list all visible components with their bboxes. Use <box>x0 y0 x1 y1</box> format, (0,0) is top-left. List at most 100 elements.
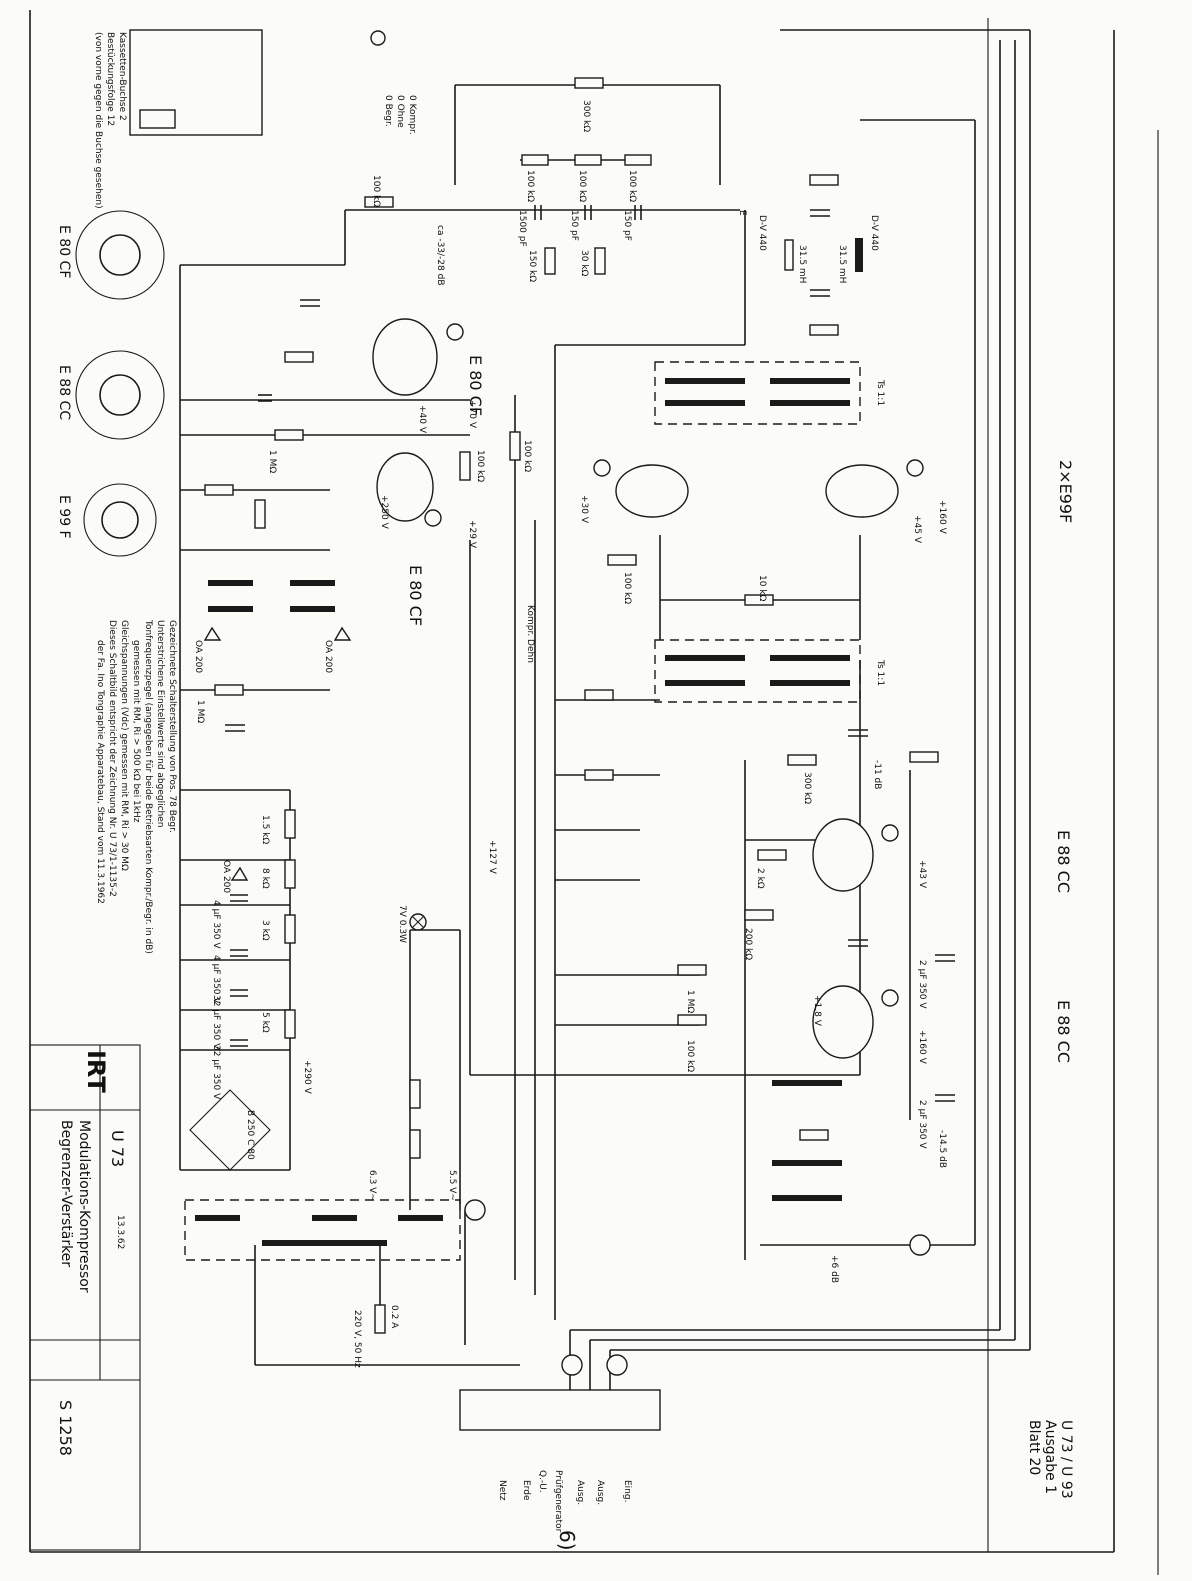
svg-text:1 MΩ: 1 MΩ <box>685 990 695 1013</box>
svg-text:+70 V: +70 V <box>467 400 477 429</box>
svg-text:+160 V: +160 V <box>917 1030 927 1065</box>
svg-text:10 kΩ: 10 kΩ <box>757 575 767 602</box>
inductors: 31.5 mH 31.5 mH D-V 440 D-V 440 <box>757 215 879 283</box>
svg-text:ca -33/-28 dB: ca -33/-28 dB <box>435 225 445 286</box>
svg-text:150 kΩ: 150 kΩ <box>527 250 537 282</box>
svg-text:100 kΩ: 100 kΩ <box>522 440 532 472</box>
svg-text:6): 6) <box>555 1530 579 1551</box>
svg-text:150 pF: 150 pF <box>569 210 579 241</box>
model-number: U 73 / U 93 <box>1058 1420 1074 1499</box>
svg-text:0 Begr.: 0 Begr. <box>383 95 393 127</box>
svg-text:(von vorne gegen die Buchse ge: (von vorne gegen die Buchse gesehen) <box>93 32 103 209</box>
svg-text:Ausg.: Ausg. <box>575 1480 585 1505</box>
svg-text:der Fa. Ino Tongraphie Apparat: der Fa. Ino Tongraphie Apparatebau, Stan… <box>95 640 105 904</box>
svg-text:100 kΩ: 100 kΩ <box>525 170 535 202</box>
tube-symbols <box>372 318 924 1059</box>
svg-text:31.5 mH: 31.5 mH <box>797 245 807 283</box>
svg-text:+127 V: +127 V <box>487 840 497 875</box>
svg-text:Kompr. Dehn: Kompr. Dehn <box>525 605 535 663</box>
svg-text:1 MΩ: 1 MΩ <box>195 700 205 723</box>
date: 13.3.62 <box>115 1215 125 1249</box>
svg-text:100 kΩ: 100 kΩ <box>475 450 485 482</box>
tube-2-e99f <box>593 459 689 518</box>
label-e88cc-a: E 88 CC <box>1054 830 1073 893</box>
transformers: Ts 1:1 Ts 1:1 <box>184 361 885 1261</box>
edition: Ausgabe 1 <box>1042 1420 1058 1494</box>
mode-switch[interactable]: 0 Kompr. 0 Ohne 0 Begr. <box>370 30 417 135</box>
svg-text:1.5 kΩ: 1.5 kΩ <box>260 815 270 844</box>
svg-text:100 kΩ: 100 kΩ <box>577 170 587 202</box>
svg-text:OA 200: OA 200 <box>323 640 333 673</box>
label-e80cf-a: E 80 CF <box>466 355 485 416</box>
svg-text:-11 dB: -11 dB <box>872 760 882 789</box>
annotations: Kompr. Dehn ca -33/-28 dB E 6) <box>435 210 747 1551</box>
maker: IRT <box>82 1050 110 1093</box>
type: U 73 <box>108 1130 127 1167</box>
svg-text:Eing.: Eing. <box>622 1480 632 1502</box>
svg-text:B 250 C 80: B 250 C 80 <box>245 1110 255 1160</box>
svg-text:5 kΩ: 5 kΩ <box>260 1012 270 1033</box>
svg-text:+29 V: +29 V <box>467 520 477 549</box>
svg-text:Kassetten-Buchse 2: Kassetten-Buchse 2 <box>117 32 127 121</box>
svg-text:220 V, 50 Hz: 220 V, 50 Hz <box>352 1310 362 1368</box>
svg-text:4 μF 350 V: 4 μF 350 V <box>211 900 221 949</box>
tube-2-e80cf <box>376 452 442 527</box>
sheet-number: Blatt 20 <box>1026 1420 1042 1475</box>
svg-text:Prüfgenerator: Prüfgenerator <box>553 1470 563 1533</box>
svg-text:2 μF 350 V: 2 μF 350 V <box>917 1100 927 1149</box>
svg-text:8 kΩ: 8 kΩ <box>260 868 270 889</box>
svg-text:0.2 A: 0.2 A <box>389 1305 399 1329</box>
svg-text:6.3 V~: 6.3 V~ <box>367 1170 377 1201</box>
title-block: IRT U 73 Modulations-Kompressor Begrenze… <box>29 1044 141 1551</box>
tube-labels: 2×E99F E 88 CC E 88 CC E 80 CF E 80 CF <box>406 355 1075 1063</box>
svg-text:Ts 1:1: Ts 1:1 <box>875 379 885 406</box>
svg-text:Ausg.: Ausg. <box>595 1480 605 1505</box>
label-e80cf-b: E 80 CF <box>406 565 425 626</box>
svg-text:E 88 CC: E 88 CC <box>56 365 72 420</box>
wiring <box>179 29 1031 1390</box>
svg-text:Gleichspannungen (Vdc) gemesse: Gleichspannungen (Vdc) gemessen mit RM, … <box>119 620 129 871</box>
svg-text:Gezeichnete Schalterstellung v: Gezeichnete Schalterstellung von Pos. 78… <box>167 620 177 833</box>
svg-text:Tonfrequenzpegel (angegeben fü: Tonfrequenzpegel (angegeben für beide Be… <box>143 619 153 954</box>
svg-text:+43 V: +43 V <box>917 860 927 889</box>
svg-text:100 kΩ: 100 kΩ <box>627 170 637 202</box>
svg-text:Unterstrichene Einstellwerte s: Unterstrichene Einstellwerte sind abgegl… <box>155 620 165 828</box>
svg-text:+45 V: +45 V <box>912 515 922 544</box>
switch-legend: Kassetten-Buchse 2 Bestückungsfolge 12 (… <box>93 29 263 209</box>
notes: Gezeichnete Schalterstellung von Pos. 78… <box>95 619 177 954</box>
svg-text:150 pF: 150 pF <box>622 210 632 241</box>
svg-text:32 μF 350 V: 32 μF 350 V <box>211 1045 221 1100</box>
svg-text:gemessen mit RM, Ri > 500 kΩ b: gemessen mit RM, Ri > 500 kΩ bei 1kHz <box>131 640 141 823</box>
svg-text:Netz: Netz <box>497 1480 507 1501</box>
rectifier-bridge: B 250 C 80 <box>189 1089 271 1171</box>
svg-text:Ts 1:1: Ts 1:1 <box>875 659 885 686</box>
socket-e80cf: E 80 CF <box>56 210 165 300</box>
svg-text:+160 V: +160 V <box>937 500 947 535</box>
svg-text:5.5 V~: 5.5 V~ <box>447 1170 457 1201</box>
svg-text:2 μF 350 V: 2 μF 350 V <box>917 960 927 1009</box>
terminal-strip[interactable]: Eing. Ausg. Ausg. Prüfgenerator Q.-U. Er… <box>459 1234 931 1533</box>
svg-text:+6 dB: +6 dB <box>829 1255 839 1283</box>
tube-1-e99f <box>825 459 924 518</box>
tube-3b-e88cc <box>812 985 899 1059</box>
svg-text:+30 V: +30 V <box>579 495 589 524</box>
svg-text:OA 200: OA 200 <box>221 860 231 893</box>
diodes: OA 200 OA 200 OA 200 <box>193 626 352 893</box>
svg-text:100 kΩ: 100 kΩ <box>685 1040 695 1072</box>
voltage-labels: +70 V +40 V +29 V +290 V +160 V +30 V +4… <box>302 400 947 1283</box>
svg-text:D-V 440: D-V 440 <box>757 215 767 251</box>
svg-text:30 kΩ: 30 kΩ <box>579 250 589 277</box>
tube-3-e88cc <box>812 818 899 892</box>
label-e99f-pair: 2×E99F <box>1056 460 1075 523</box>
svg-text:3 kΩ: 3 kΩ <box>260 920 270 941</box>
svg-text:7V 0.3W: 7V 0.3W <box>397 905 407 943</box>
svg-text:31.5 mH: 31.5 mH <box>837 245 847 283</box>
svg-text:100 kΩ: 100 kΩ <box>622 572 632 604</box>
svg-text:300 kΩ: 300 kΩ <box>802 772 812 804</box>
svg-text:+290 V: +290 V <box>302 1060 312 1095</box>
svg-text:Dieses Schaltbild entspricht d: Dieses Schaltbild entspricht der Zeichnu… <box>107 620 117 897</box>
label-e88cc-b: E 88 CC <box>1054 1000 1073 1063</box>
svg-text:+40 V: +40 V <box>417 405 427 434</box>
tube-6-e80cf <box>372 318 464 396</box>
svg-text:-14.5 dB: -14.5 dB <box>937 1130 947 1168</box>
